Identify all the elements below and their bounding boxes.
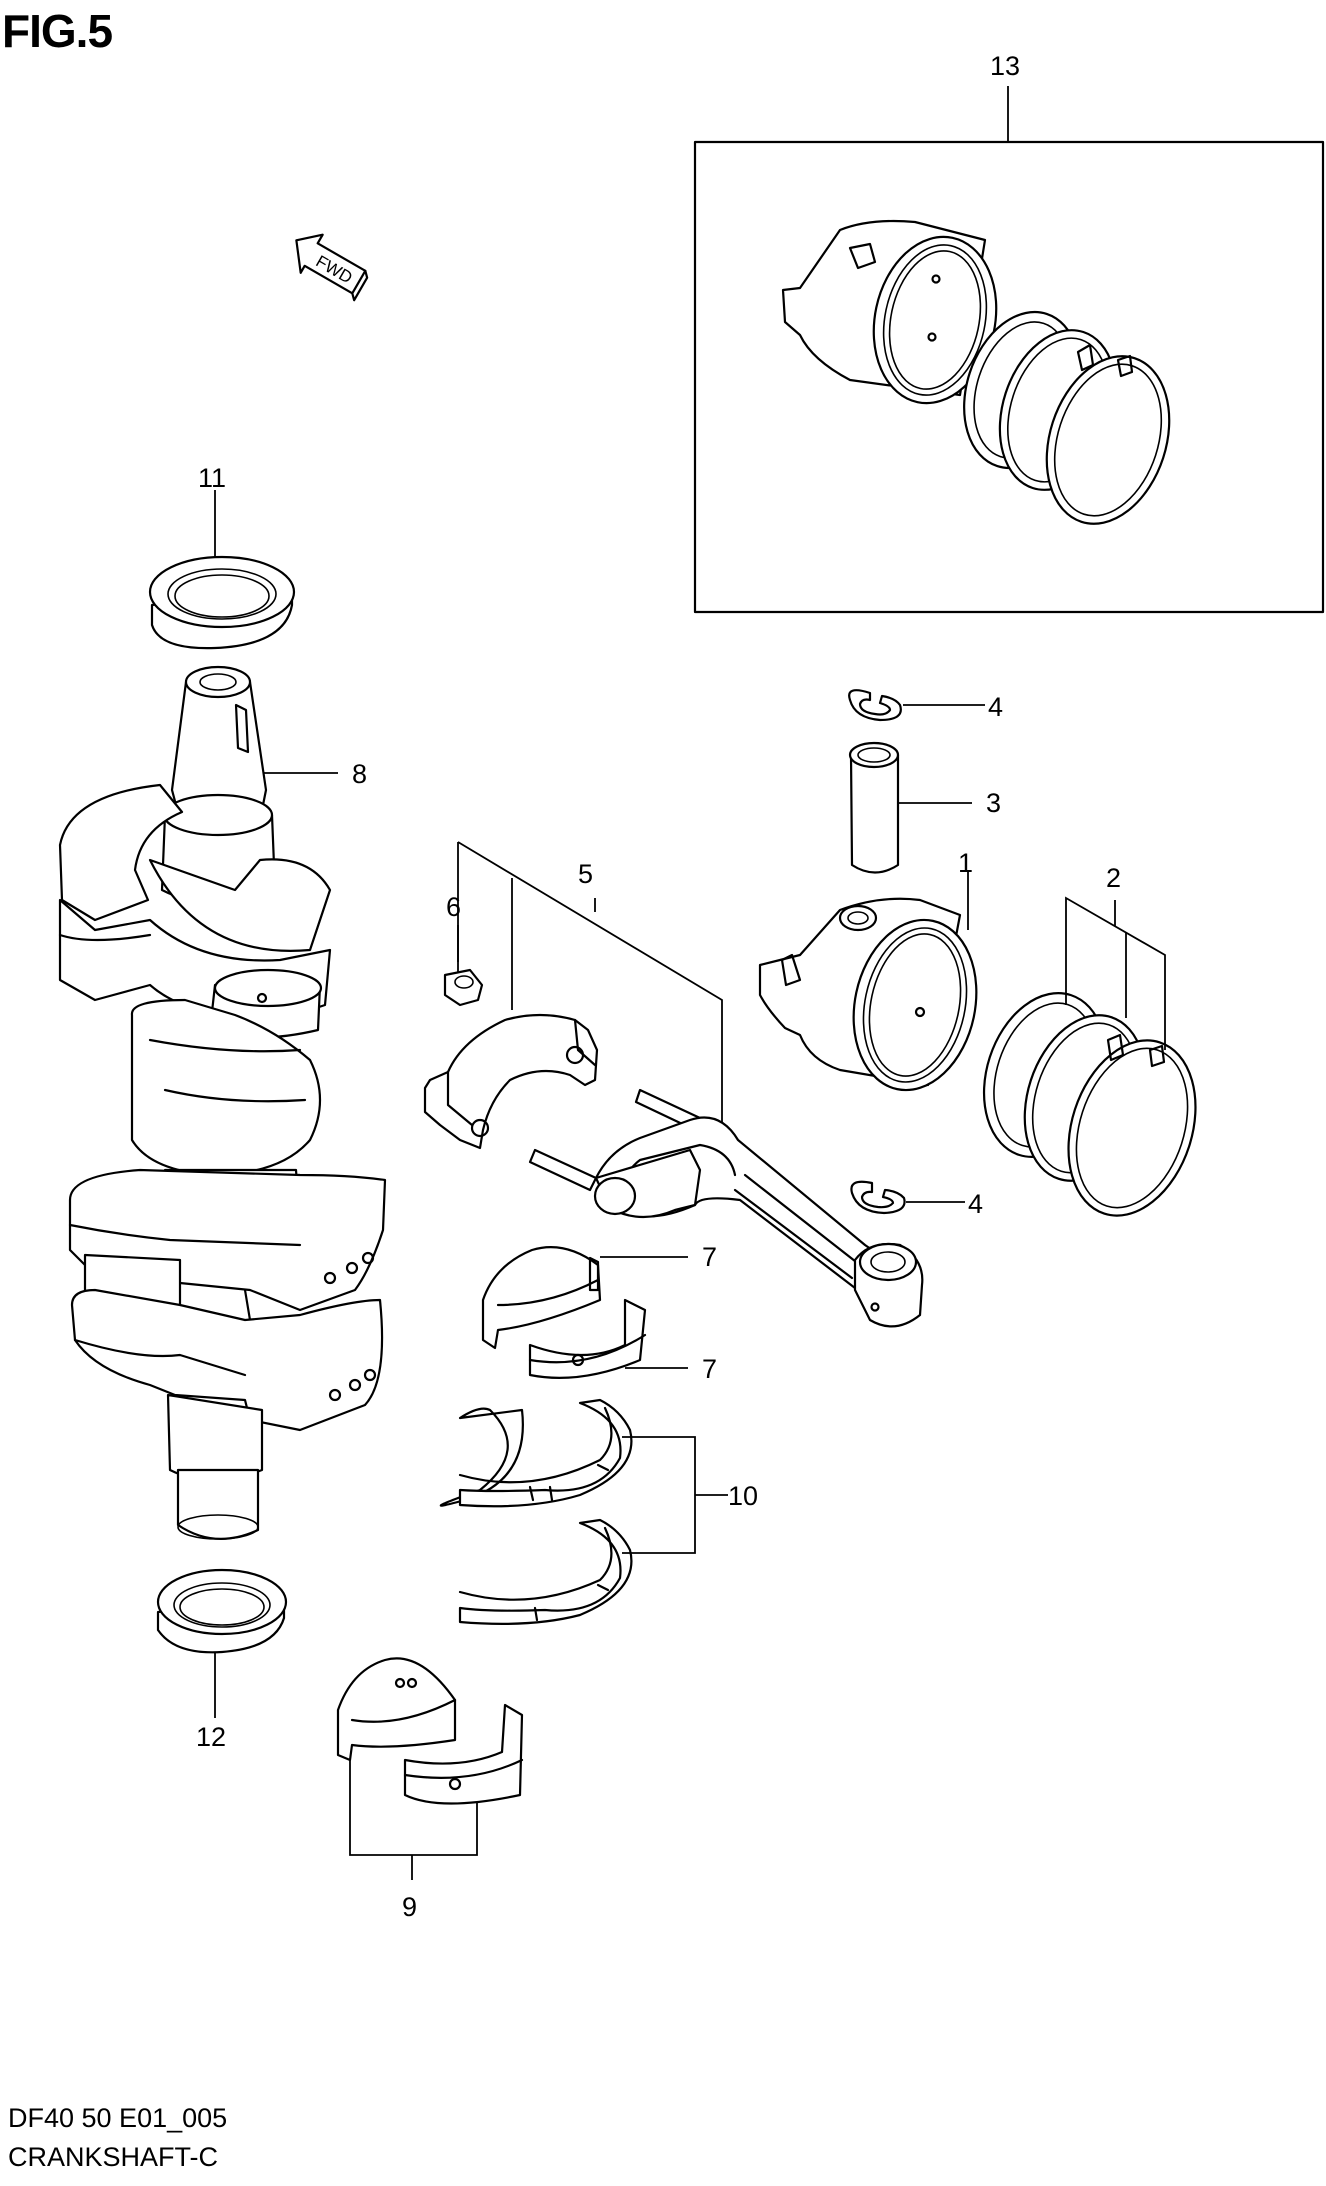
piston-rings: 2 <box>982 863 1197 1217</box>
callout-3[interactable]: 3 <box>986 788 1001 818</box>
callout-4-upper[interactable]: 4 <box>988 692 1003 722</box>
callout-12[interactable]: 12 <box>196 1722 226 1752</box>
oil-seal-upper: 11 <box>148 463 296 650</box>
thrust-washer-lower <box>458 1518 633 1625</box>
callout-10[interactable]: 10 <box>728 1481 758 1511</box>
callout-2[interactable]: 2 <box>1106 863 1121 893</box>
callout-1[interactable]: 1 <box>958 848 973 878</box>
piston-set-rings <box>963 310 1171 525</box>
callout-11[interactable]: 11 <box>198 463 226 493</box>
pin-circlip-lower: 4 <box>850 1180 983 1219</box>
callout-7-lower[interactable]: 7 <box>702 1354 717 1384</box>
conrod-nut: 6 <box>443 892 484 1007</box>
footer-model-code: DF40 50 E01_005 <box>8 2103 228 2133</box>
main-bearing: 9 <box>336 1657 524 1922</box>
crankshaft: 8 <box>58 665 387 1540</box>
conrod-bearing-upper: 7 <box>481 1242 717 1350</box>
callout-6[interactable]: 6 <box>446 892 461 922</box>
fwd-direction-arrow: FWD <box>295 233 369 302</box>
pin-circlip-upper: 4 <box>848 689 1003 722</box>
callout-13[interactable]: 13 <box>990 51 1020 81</box>
thrust-washer-upper <box>439 1398 633 1508</box>
footer-section-name: CRANKSHAFT-C <box>8 2142 219 2172</box>
oil-seal-lower: 12 <box>156 1568 288 1752</box>
callout-5[interactable]: 5 <box>578 859 593 889</box>
conrod-bearing-lower: 7 <box>528 1298 717 1384</box>
piston: 1 <box>758 848 978 1092</box>
callout-9[interactable]: 9 <box>402 1892 417 1922</box>
callout-8[interactable]: 8 <box>352 759 367 789</box>
piston-set-piston <box>781 219 998 405</box>
piston-pin: 3 <box>848 741 1001 874</box>
conrod-assembly: 5 <box>423 841 924 1328</box>
piston-set-box: 13 <box>693 51 1325 614</box>
figure-title: FIG.5 <box>2 5 113 57</box>
callout-7-upper[interactable]: 7 <box>702 1242 717 1272</box>
callout-4-lower[interactable]: 4 <box>968 1189 983 1219</box>
